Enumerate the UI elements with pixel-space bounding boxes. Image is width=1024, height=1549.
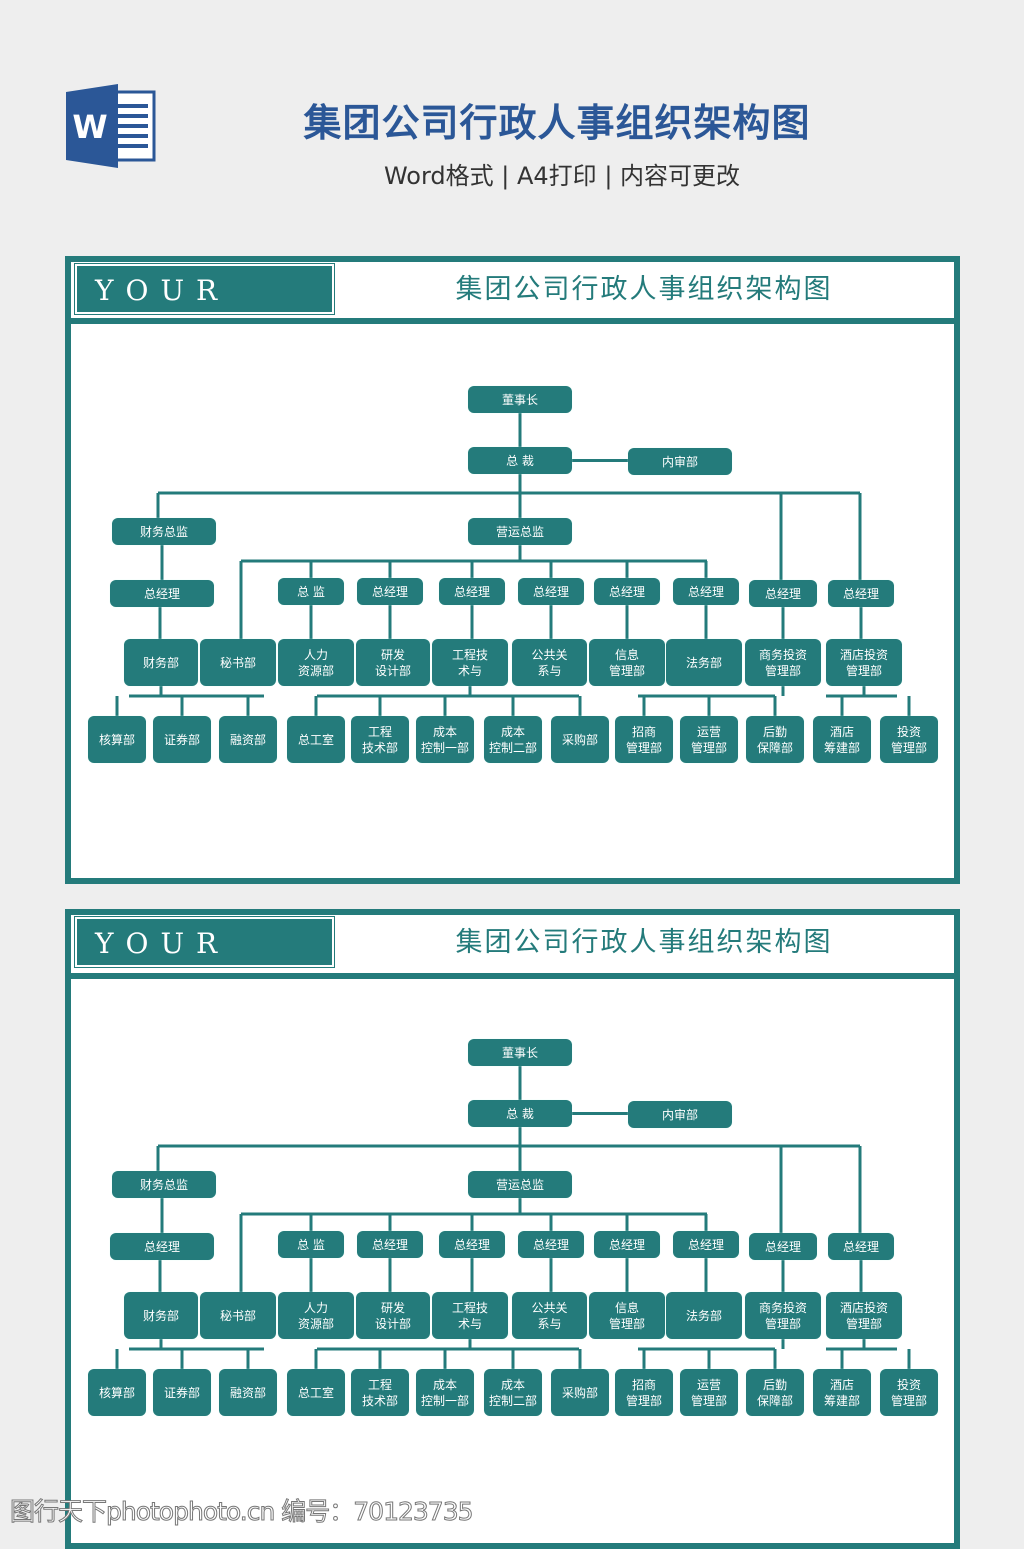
org-node-accounting: 核算部 (88, 1369, 146, 1416)
org-node-invest-mgmt: 招商 管理部 (615, 1369, 673, 1416)
org-node-eng-gm: 总经理 (439, 578, 505, 605)
org-node-purchase: 采购部 (551, 716, 609, 763)
org-node-securities: 证券部 (153, 716, 211, 763)
org-node-eng: 工程技 术与 (432, 1292, 508, 1339)
org-node-hr: 人力 资源部 (278, 1292, 354, 1339)
org-node-rd-gm: 总经理 (357, 1231, 423, 1258)
org-node-hotel-gm: 总经理 (828, 580, 894, 607)
org-node-legal: 法务部 (666, 1292, 742, 1339)
org-node-president: 总 裁 (468, 1100, 572, 1127)
watermark: 图行天下photophoto.cn 编号：70123735 (10, 1497, 475, 1527)
word-icon-letter: W (72, 108, 107, 146)
org-node-info: 信息 管理部 (589, 1292, 665, 1339)
org-chart: 董事长总 裁内审部财务总监营运总监总经理总 监总经理总经理总经理总经理总经理总经… (0, 909, 1024, 1529)
org-node-cfo: 财务总监 (112, 518, 216, 545)
org-node-info-gm: 总经理 (594, 578, 660, 605)
org-node-accounting: 核算部 (88, 716, 146, 763)
org-node-hotel-build: 酒店 筹建部 (813, 1369, 871, 1416)
org-node-cost1: 成本 控制一部 (416, 1369, 474, 1416)
org-node-financing: 融资部 (219, 716, 277, 763)
org-node-chairman: 董事长 (468, 386, 572, 413)
org-node-info-gm: 总经理 (594, 1231, 660, 1258)
org-node-hr-dir: 总 监 (278, 578, 344, 605)
org-node-hr-dir: 总 监 (278, 1231, 344, 1258)
connector-lines (115, 413, 911, 716)
sheet-header: YOUR LOGO 集团公司行政人事组织架构图 (71, 915, 954, 1010)
org-node-chairman: 董事长 (468, 1039, 572, 1066)
org-node-eng: 工程技 术与 (432, 639, 508, 686)
org-node-fin-gm: 总经理 (110, 1233, 214, 1260)
org-node-purchase: 采购部 (551, 1369, 609, 1416)
logo-placeholder: YOUR LOGO (75, 917, 334, 1010)
org-node-legal: 法务部 (666, 639, 742, 686)
org-node-pr: 公共关 系与 (512, 1292, 587, 1339)
org-node-rd-gm: 总经理 (357, 578, 423, 605)
org-node-coo: 营运总监 (468, 518, 572, 545)
org-node-biz: 商务投资 管理部 (745, 639, 821, 686)
org-node-ops-mgmt: 运营 管理部 (680, 716, 738, 763)
org-node-cfo: 财务总监 (112, 1171, 216, 1198)
word-icon: W (64, 82, 156, 170)
org-node-hr: 人力 资源部 (278, 639, 354, 686)
org-node-hotel: 酒店投资 管理部 (826, 1292, 902, 1339)
sheet-preview-1: YOUR LOGO 集团公司行政人事组织架构图 董事长总 裁 内审部财务总监 营运总… (65, 256, 960, 884)
org-node-invest-mgmt: 招商 管理部 (615, 716, 673, 763)
sheet-title: 集团公司行政人事组织架构图 (455, 927, 833, 958)
org-node-biz: 商务投资 管理部 (745, 1292, 821, 1339)
org-node-secretary: 秘书部 (200, 1292, 276, 1339)
org-node-chief-eng: 总工室 (287, 1369, 345, 1416)
org-node-rd: 研发 设计部 (356, 1292, 430, 1339)
org-node-ops-mgmt: 运营 管理部 (680, 1369, 738, 1416)
org-node-cost2: 成本 控制二部 (484, 716, 542, 763)
org-node-coo: 营运总监 (468, 1171, 572, 1198)
org-node-cost1: 成本 控制一部 (416, 716, 474, 763)
sheet-preview-2: YOUR LOGO 集团公司行政人事组织架构图 董事长总 裁 内审部财务总监 营运总… (65, 909, 960, 1549)
org-node-pr: 公共关 系与 (512, 639, 587, 686)
org-node-securities: 证券部 (153, 1369, 211, 1416)
org-node-biz-gm: 总经理 (749, 580, 817, 607)
org-node-finance: 财务部 (124, 1292, 198, 1339)
org-node-rd: 研发 设计部 (356, 639, 430, 686)
org-node-eng-tech: 工程 技术部 (351, 716, 409, 763)
org-node-president: 总 裁 (468, 447, 572, 474)
org-node-eng-tech: 工程 技术部 (351, 1369, 409, 1416)
org-node-fin-gm: 总经理 (110, 580, 214, 607)
org-node-pr-gm: 总经理 (518, 578, 584, 605)
org-node-biz-gm: 总经理 (749, 1233, 817, 1260)
org-node-hotel: 酒店投资 管理部 (826, 639, 902, 686)
org-node-eng-gm: 总经理 (439, 1231, 505, 1258)
org-node-legal-gm: 总经理 (673, 578, 739, 605)
org-node-audit: 内审部 (628, 1101, 732, 1128)
org-node-hotel-gm: 总经理 (828, 1233, 894, 1260)
org-node-invest: 投资 管理部 (880, 1369, 938, 1416)
sheet-title: 集团公司行政人事组织架构图 (455, 274, 833, 305)
org-node-cost2: 成本 控制二部 (484, 1369, 542, 1416)
page-title: 集团公司行政人事组织架构图 (303, 101, 811, 145)
org-node-chief-eng: 总工室 (287, 716, 345, 763)
org-node-hotel-build: 酒店 筹建部 (813, 716, 871, 763)
page-subtitle: Word格式 | A4打印 | 内容可更改 (383, 162, 741, 190)
org-node-invest: 投资 管理部 (880, 716, 938, 763)
org-node-pr-gm: 总经理 (518, 1231, 584, 1258)
org-node-logistics: 后勤 保障部 (746, 716, 804, 763)
org-chart: 董事长总 裁内审部财务总监营运总监总经理总 监总经理总经理总经理总经理总经理总经… (0, 256, 1024, 876)
sheet-header: YOUR LOGO 集团公司行政人事组织架构图 (71, 262, 954, 357)
org-node-logistics: 后勤 保障部 (746, 1369, 804, 1416)
org-node-audit: 内审部 (628, 448, 732, 475)
logo-placeholder: YOUR LOGO (75, 264, 334, 357)
org-node-legal-gm: 总经理 (673, 1231, 739, 1258)
org-node-financing: 融资部 (219, 1369, 277, 1416)
org-node-info: 信息 管理部 (589, 639, 665, 686)
connector-lines (115, 1066, 911, 1369)
org-node-secretary: 秘书部 (200, 639, 276, 686)
org-node-finance: 财务部 (124, 639, 198, 686)
